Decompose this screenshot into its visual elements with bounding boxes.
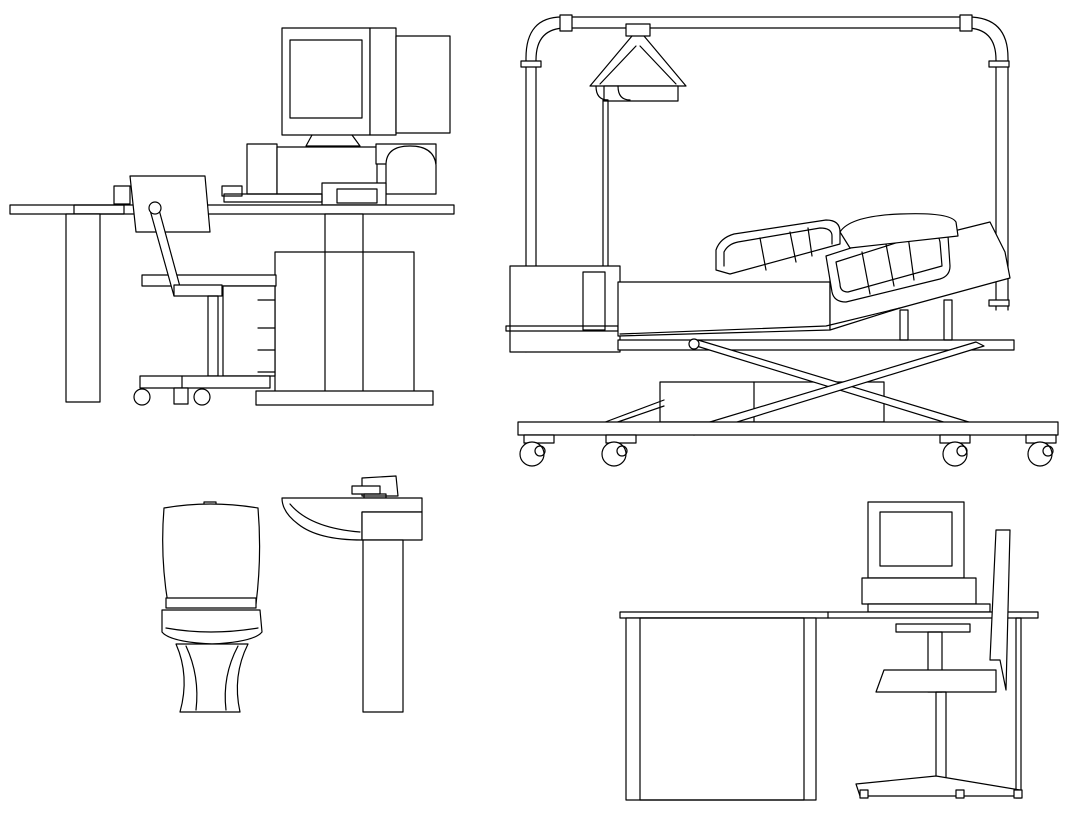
task-chair-icon bbox=[855, 529, 1023, 799]
desk-top bbox=[619, 611, 1039, 619]
mattress bbox=[617, 281, 831, 337]
bed-base bbox=[517, 421, 1059, 436]
office-chair-icon bbox=[129, 175, 277, 406]
scissor-lift-icon bbox=[599, 338, 985, 436]
office-desk bbox=[619, 501, 1039, 801]
desk-left-leg bbox=[65, 213, 101, 403]
caster-wheel-icon bbox=[519, 434, 1057, 467]
desk-equipment-icon bbox=[113, 143, 437, 206]
crt-monitor-icon bbox=[281, 27, 451, 147]
drawer-cabinet bbox=[274, 251, 415, 393]
faucet-icon bbox=[351, 475, 399, 499]
desk-top bbox=[9, 204, 455, 215]
hospital-bed bbox=[505, 14, 1059, 467]
computer-workstation bbox=[9, 27, 455, 406]
washbasin bbox=[281, 475, 423, 713]
toilet bbox=[161, 501, 263, 713]
desktop-monitor-icon bbox=[861, 501, 991, 613]
